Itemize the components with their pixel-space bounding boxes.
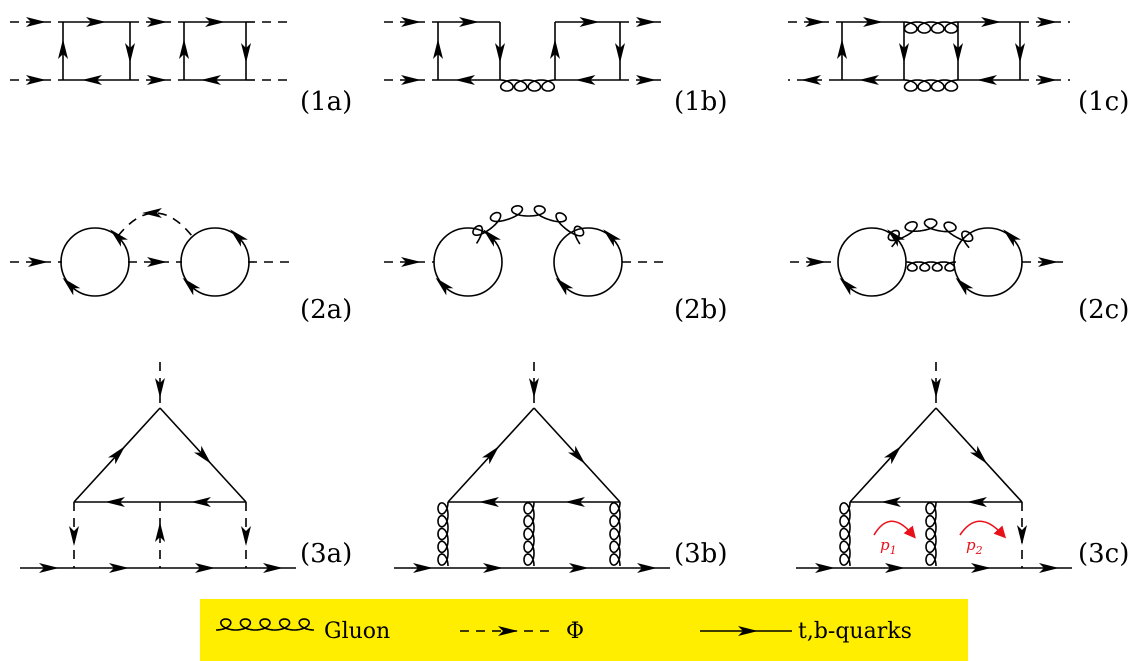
label-1c: (1c) bbox=[1078, 87, 1129, 117]
gluon-line bbox=[437, 501, 449, 567]
quark-line bbox=[849, 407, 937, 503]
quark-line bbox=[533, 407, 621, 503]
label-3b: (3b) bbox=[674, 539, 727, 569]
quark-line bbox=[73, 407, 161, 503]
label-3c: (3c) bbox=[1078, 539, 1129, 569]
quark-loop-left bbox=[60, 227, 130, 297]
quark-loop-right bbox=[953, 227, 1023, 297]
momentum-label-p1: p1 bbox=[880, 536, 897, 557]
label-2a: (2a) bbox=[300, 295, 352, 325]
momentum-label-p2: p2 bbox=[966, 536, 983, 557]
label-1a: (1a) bbox=[300, 87, 352, 117]
momentum-arrow-icon bbox=[873, 520, 916, 539]
gluon-arc-top bbox=[887, 218, 974, 249]
gluon-line bbox=[903, 79, 959, 92]
quark-line bbox=[159, 407, 247, 503]
legend-quark-label: t,b-quarks bbox=[798, 619, 912, 644]
gluon-line bbox=[925, 501, 937, 567]
gluon-line bbox=[903, 21, 959, 34]
legend-background bbox=[200, 599, 968, 661]
legend-phi-label: Φ bbox=[566, 619, 584, 644]
label-2c: (2c) bbox=[1078, 295, 1129, 325]
label-1b: (1b) bbox=[674, 87, 727, 117]
gluon-icon bbox=[215, 618, 315, 631]
label-3a: (3a) bbox=[300, 539, 352, 569]
gluon-line bbox=[839, 501, 851, 567]
legend-gluon-icon bbox=[215, 618, 315, 631]
quark-loop-left bbox=[433, 227, 503, 297]
gluon-line bbox=[609, 501, 621, 567]
gluon-arc bbox=[472, 205, 585, 245]
quark-loop-right bbox=[553, 227, 623, 297]
label-2b: (2b) bbox=[674, 295, 727, 325]
momentum-arrow-icon bbox=[959, 520, 1007, 539]
gluon-line bbox=[523, 501, 535, 567]
phi-arc bbox=[117, 208, 193, 237]
legend-gluon-label: Gluon bbox=[324, 619, 390, 644]
quark-line bbox=[935, 407, 1023, 503]
gluon-line bbox=[905, 261, 957, 272]
quark-line bbox=[447, 407, 535, 503]
gluon-line bbox=[499, 79, 556, 92]
quark-loop-left bbox=[837, 227, 907, 297]
quark-loop-right bbox=[180, 227, 250, 297]
